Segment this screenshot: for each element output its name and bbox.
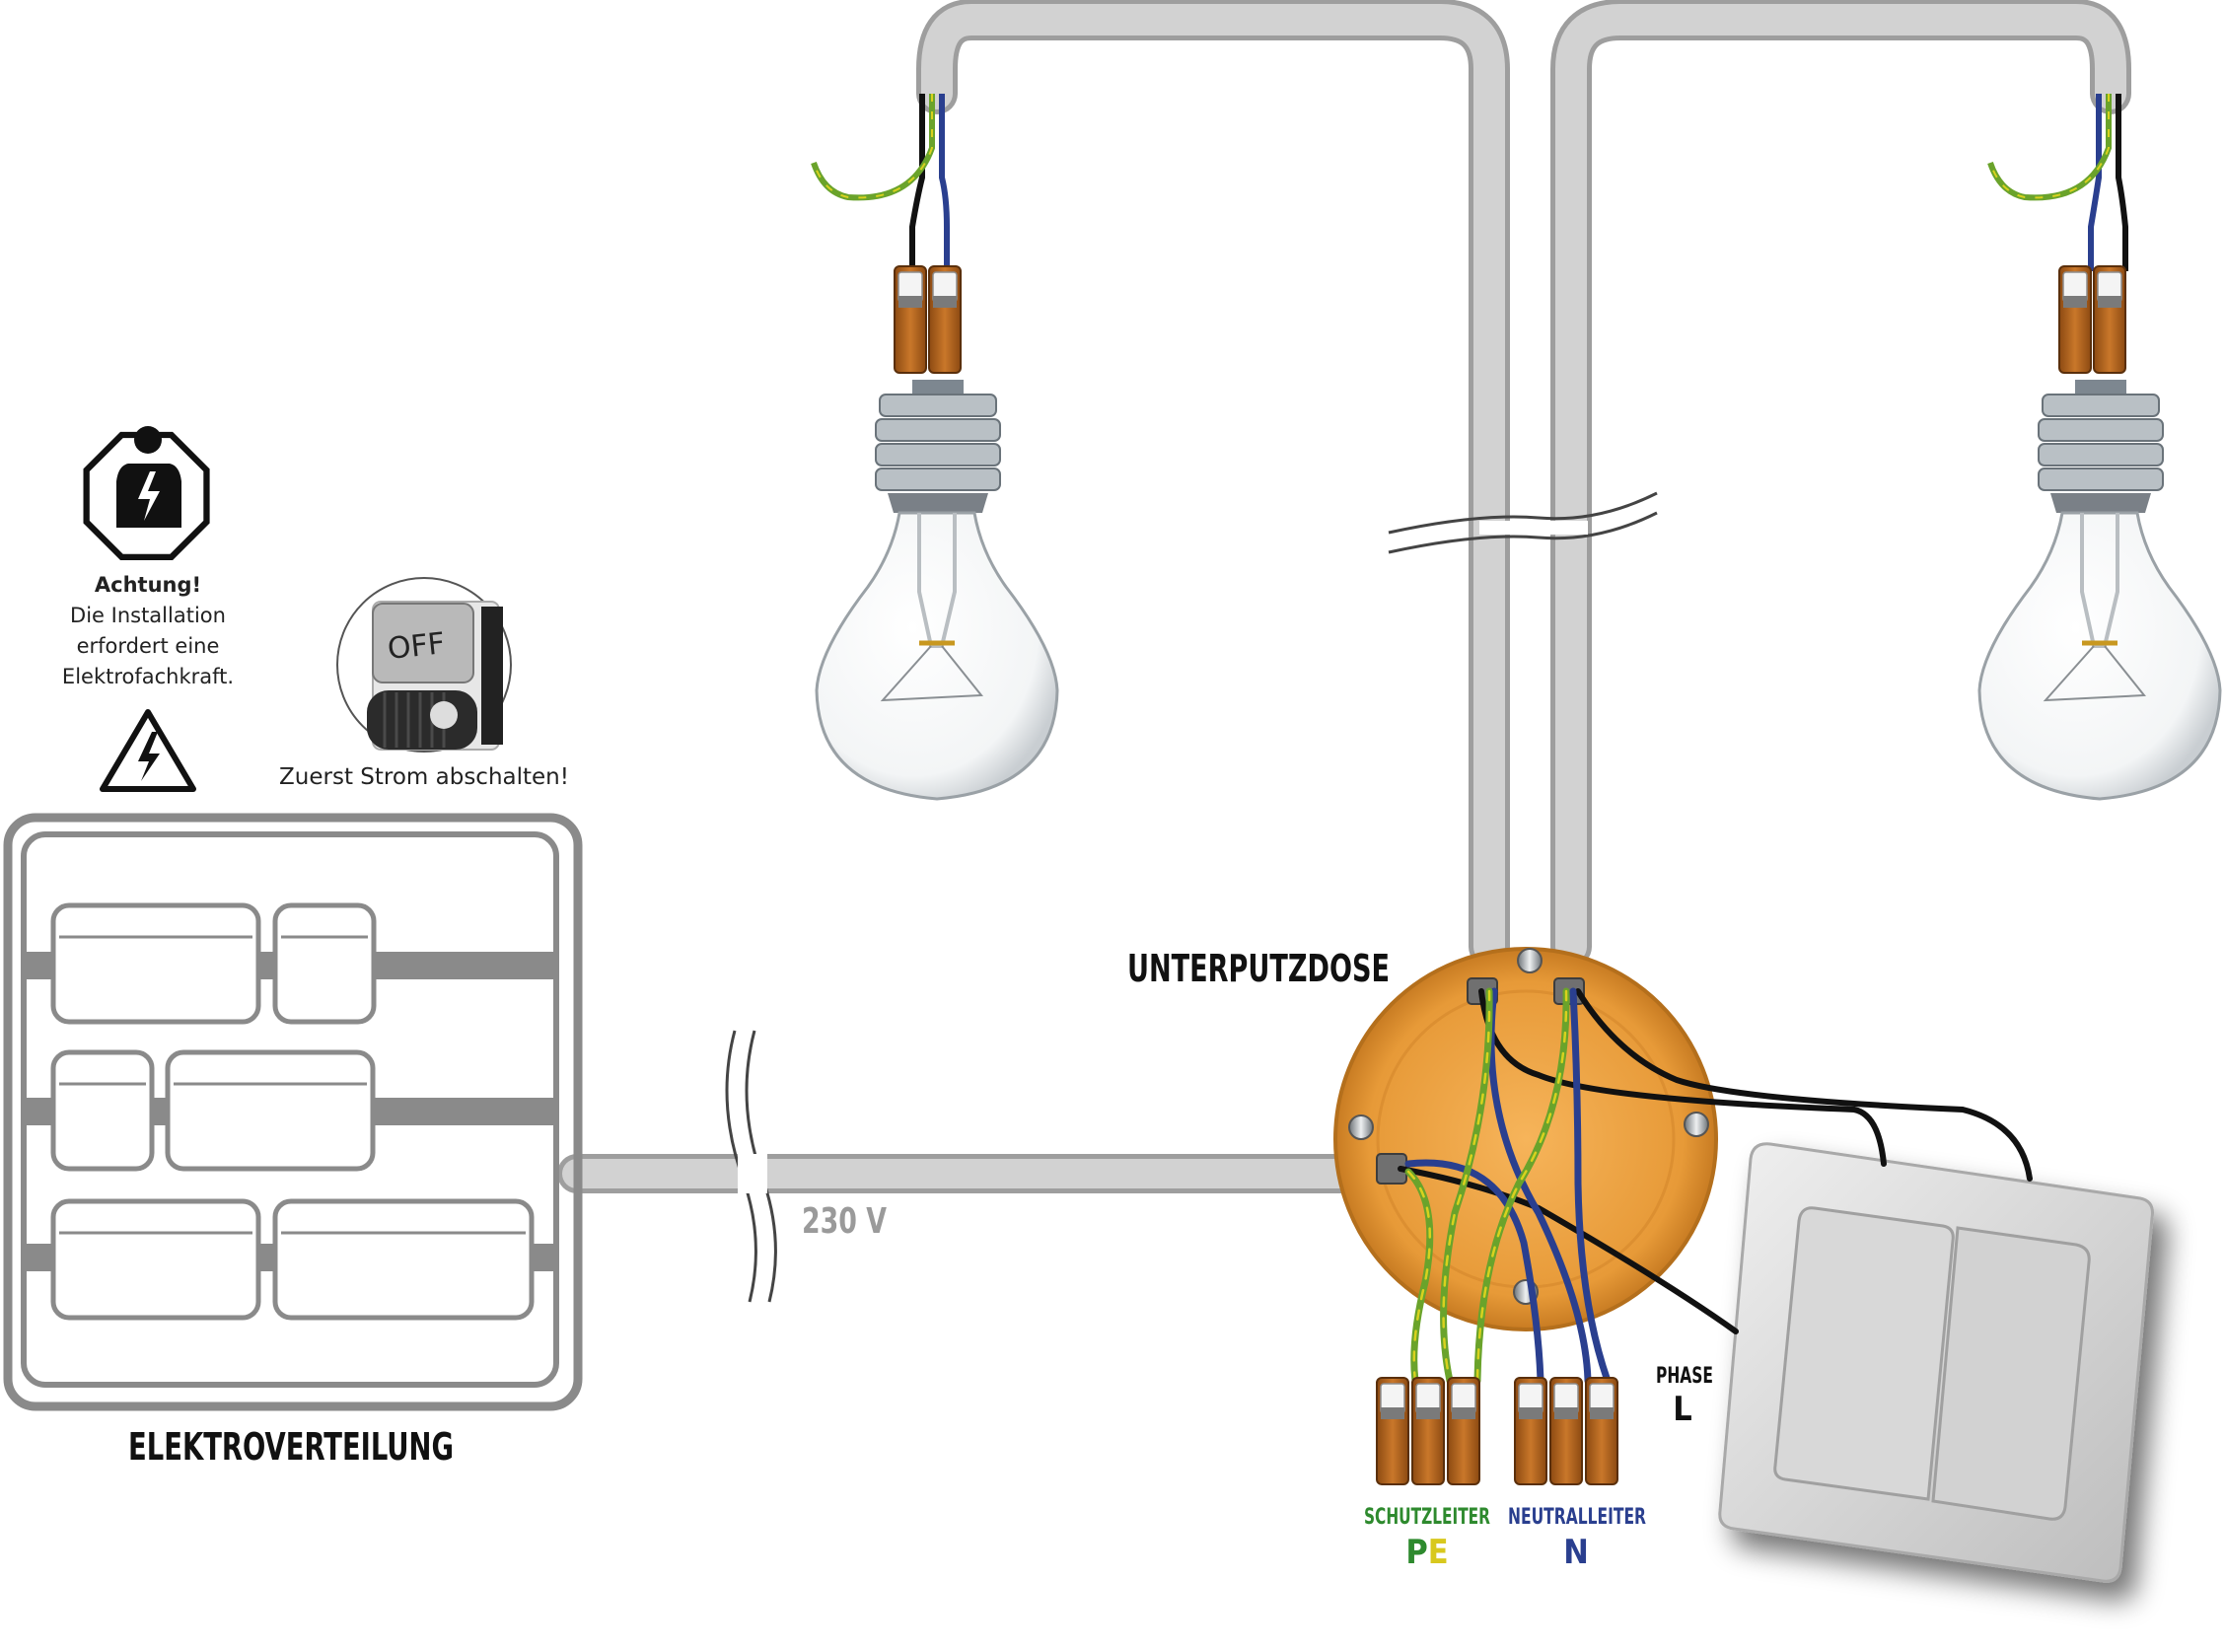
double-rocker-switch: [1718, 1142, 2154, 1583]
lamp-cable-left: [916, 0, 1510, 968]
phase-label: PHASE: [1656, 1364, 1713, 1389]
cables: [557, 0, 2131, 1193]
panel-label: ELEKTROVERTEILUNG: [128, 1425, 454, 1469]
high-voltage-warning-icon: [100, 709, 196, 792]
warning-line-2: erfordert eine: [77, 634, 220, 658]
distribution-panel: [3, 813, 583, 1411]
off-label: OFF: [386, 626, 446, 667]
neutral-symbol: N: [1563, 1533, 1589, 1572]
pe-symbol: PE: [1405, 1533, 1448, 1572]
pe-symbol-e: E: [1428, 1533, 1449, 1572]
neutral-label: NEUTRALLEITER: [1508, 1505, 1646, 1530]
box-label: UNTERPUTZDOSE: [1127, 947, 1390, 990]
voltage-label: 230 V: [802, 1201, 887, 1242]
pe-terminal-clamps: [1376, 1377, 1480, 1485]
warning-line-1: Die Installation: [70, 604, 226, 627]
lamp-cable-right: [1550, 0, 2131, 968]
electrician-icon: [83, 426, 210, 561]
power-switch-off-icon: OFF: [336, 577, 512, 753]
lamp-left: [811, 94, 1059, 801]
wires: [1398, 987, 2033, 1385]
warning-line-3: Elektrofachkraft.: [62, 665, 234, 688]
power-off-caption: Zuerst Strom abschalten!: [279, 764, 569, 790]
bulb-left: [815, 380, 1059, 801]
phase-symbol: L: [1673, 1390, 1692, 1429]
cable-break-marks: [725, 491, 1658, 1303]
lamp-right: [1977, 94, 2222, 801]
pe-symbol-p: P: [1405, 1533, 1427, 1572]
bulb-right: [1977, 380, 2222, 801]
pe-label: SCHUTZLEITER: [1364, 1505, 1490, 1530]
warning-title: Achtung!: [95, 573, 201, 597]
neutral-terminal-clamps: [1514, 1377, 1618, 1485]
